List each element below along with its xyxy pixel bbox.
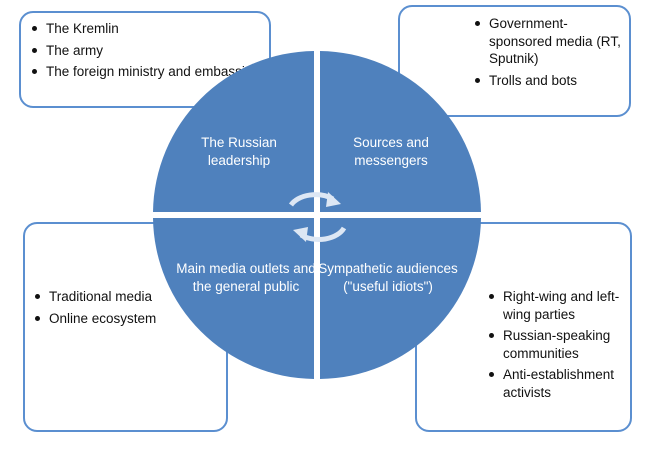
list-item: Government-sponsored media (RT, Sputnik) (473, 15, 621, 68)
list-item: The Kremlin (30, 20, 261, 38)
list-item: Trolls and bots (473, 72, 621, 90)
label-russian-leadership: The Russian leadership (201, 135, 277, 168)
list-item: Anti-establishment activists (487, 366, 624, 401)
label-sympathetic-audiences: Sympathetic audiences ("useful idiots") (318, 261, 458, 294)
quadrant-top-left (153, 51, 314, 212)
label-sources-messengers: Sources and messengers (353, 135, 429, 168)
list-item: Russian-speaking communities (487, 327, 624, 362)
quadrant-top-right (320, 51, 481, 212)
list-item: Online ecosystem (33, 310, 218, 328)
list-item: The foreign ministry and embassies (30, 63, 261, 81)
box-kremlin-list: The Kremlin The army The foreign ministr… (19, 11, 271, 108)
quadrant-bottom-left (153, 218, 314, 379)
list-item: Right-wing and left-wing parties (487, 288, 624, 323)
cycle-arrows-icon (288, 192, 347, 242)
list-item: The army (30, 42, 261, 60)
quadrant-bottom-right (320, 218, 481, 379)
box-media-list: Government-sponsored media (RT, Sputnik)… (398, 5, 631, 117)
list-item: Traditional media (33, 288, 218, 306)
label-media-outlets-public: Main media outlets and the general publi… (176, 261, 316, 294)
vertical-divider (314, 30, 320, 400)
